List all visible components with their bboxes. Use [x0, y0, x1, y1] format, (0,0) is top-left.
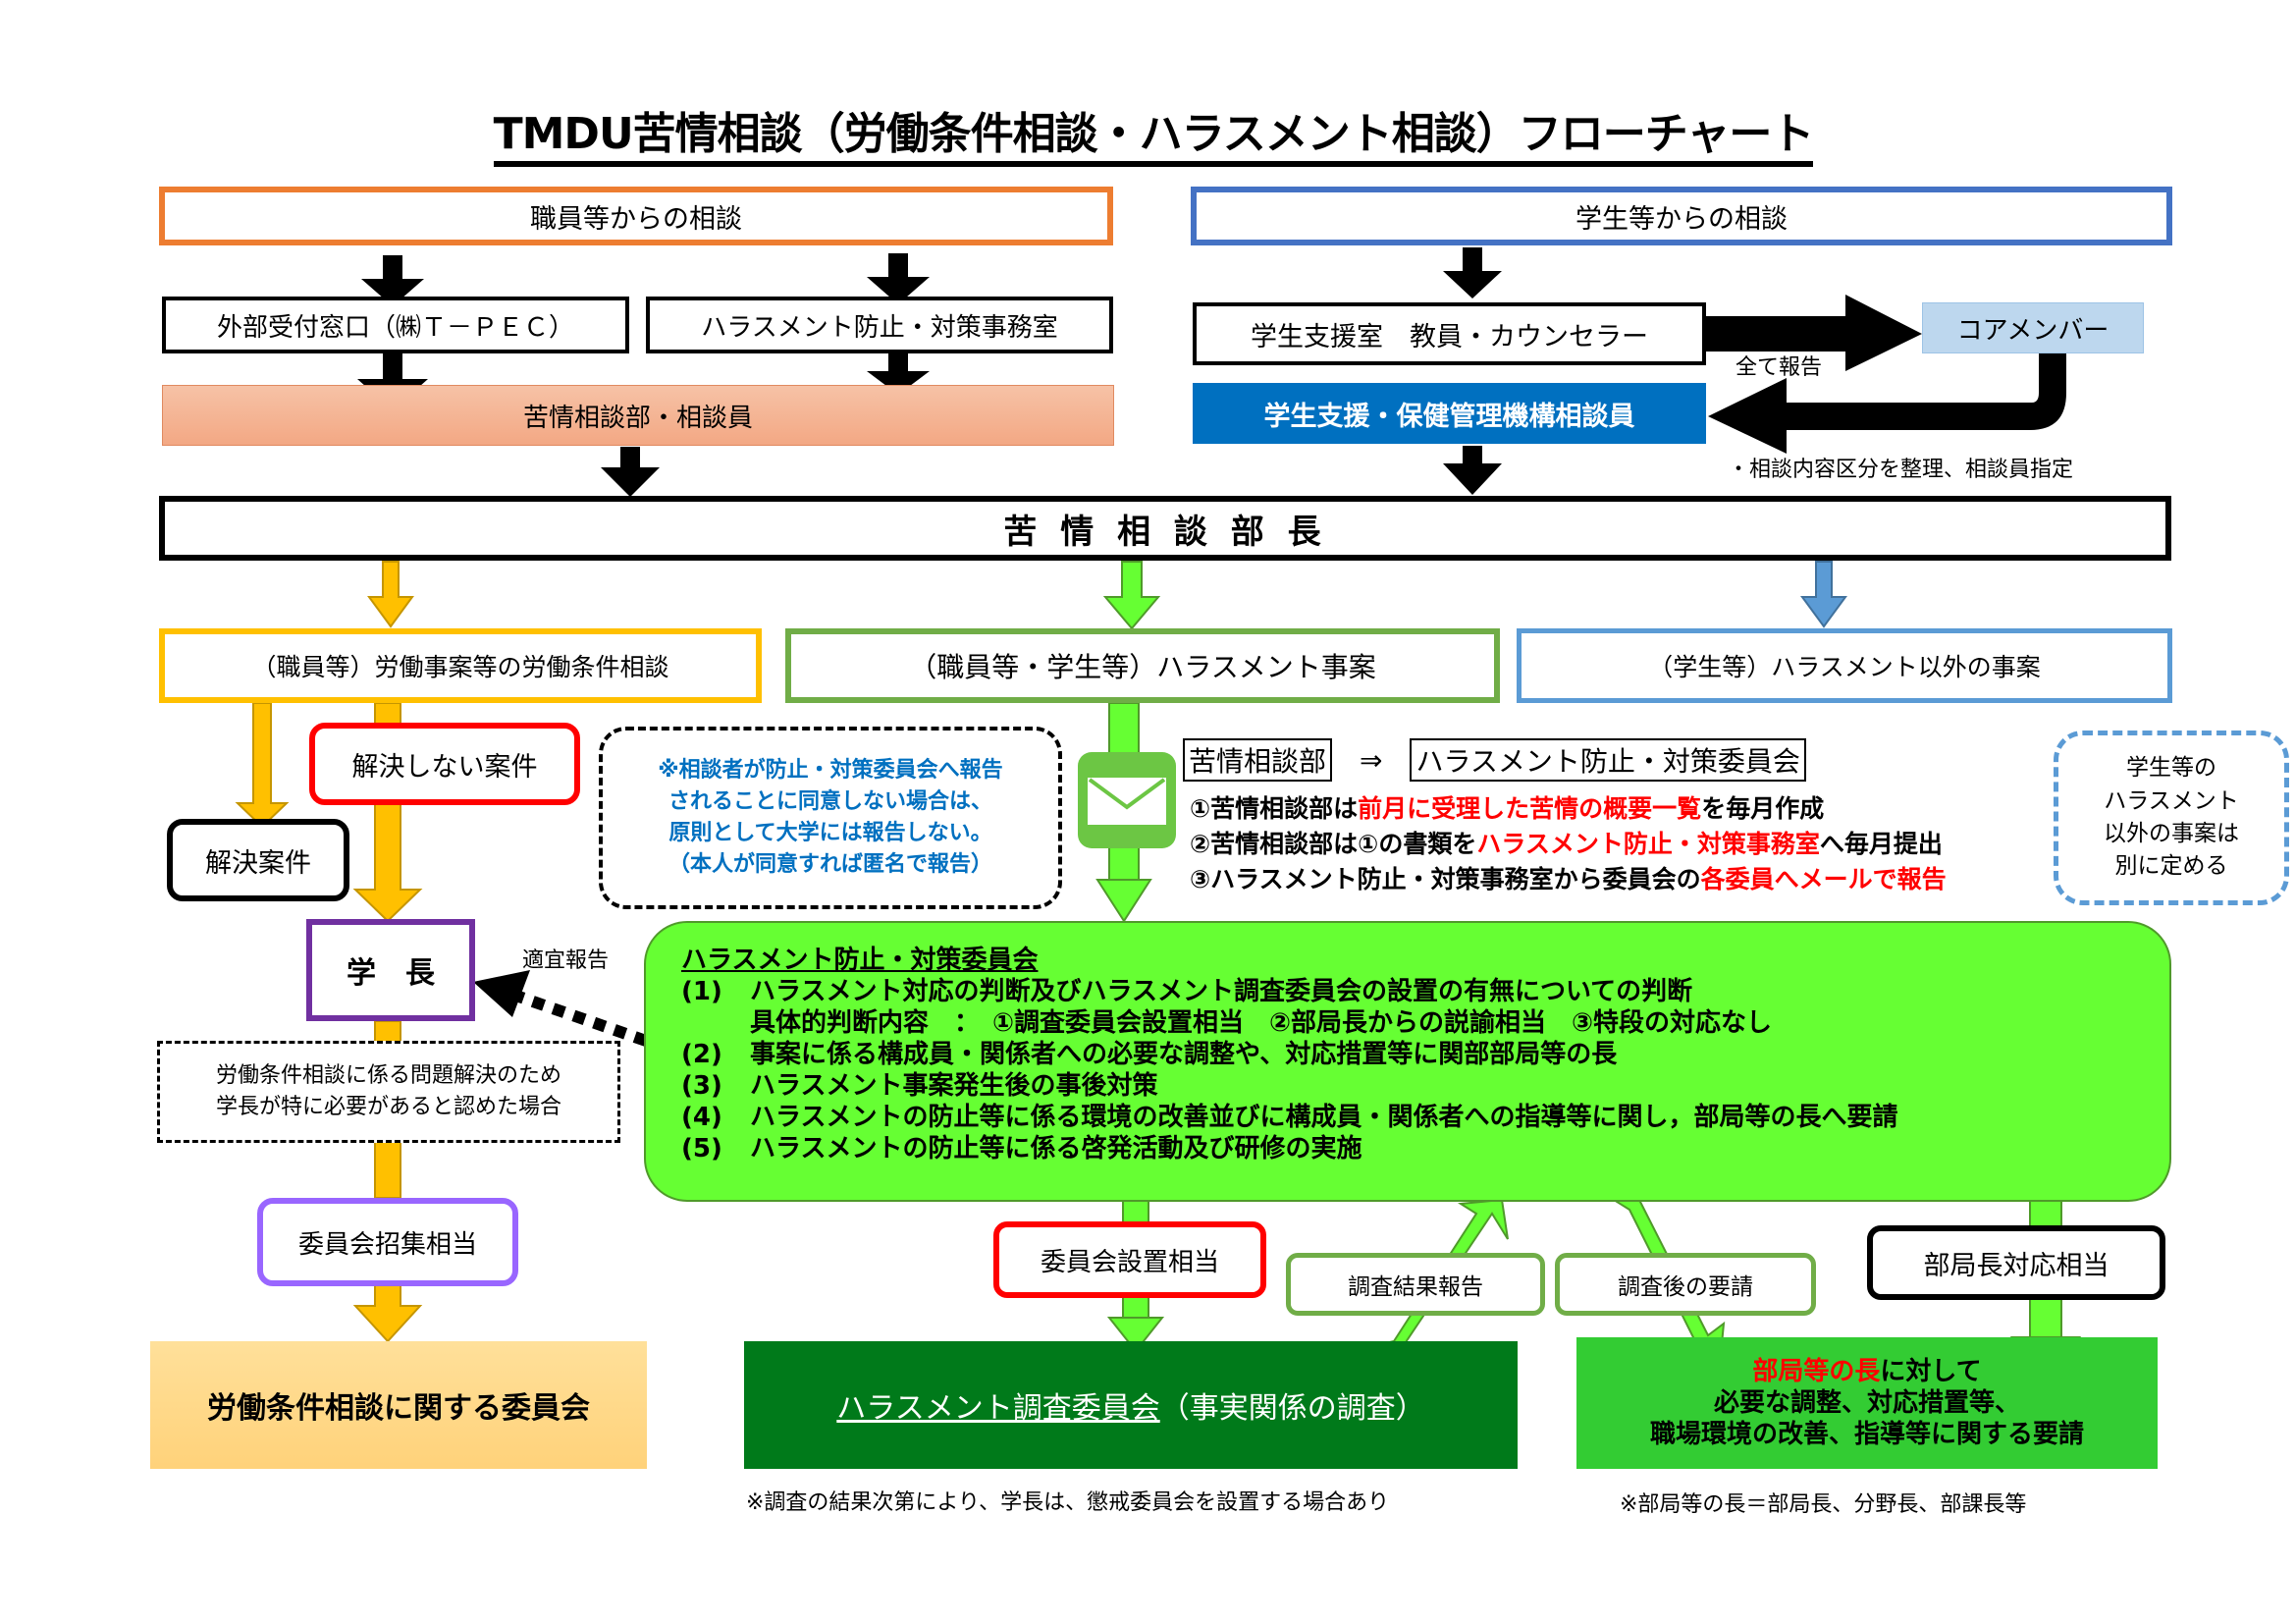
arrow-student-to-support: [1443, 247, 1502, 298]
timely-report-label: 適宜報告: [522, 948, 610, 973]
step-item: ③ハラスメント防止・対策事務室から委員会の各委員へメールで報告: [1190, 865, 1947, 893]
committee-item: 具体的判断内容 ： ①調査委員会設置相当 ②部局長からの説諭相当 ③特段の対応な…: [750, 1008, 1773, 1038]
committee-item: (1)ハラスメント対応の判断及びハラスメント調査委員会の設置の有無についての判断: [681, 977, 1693, 1006]
arrow-into-committee: [1095, 879, 1152, 923]
committee-item: (2)事案に係る構成員・関係者への必要な調整や、対応措置等に関部部局等の長: [681, 1040, 1618, 1069]
resolved-box: 解決案件: [167, 819, 349, 901]
external-window-box: 外部受付窓口（㈱Ｔ－ＰＥＣ）: [162, 297, 629, 353]
step-item: ②苦情相談部は①の書類をハラスメント防止・対策事務室へ毎月提出: [1190, 830, 1943, 858]
committee-title: ハラスメント防止・対策委員会: [681, 946, 1039, 975]
arrow-health-to-head: [1443, 446, 1502, 495]
arrow-head-to-other: [1800, 561, 1847, 628]
core-member-box: コアメンバー: [1922, 302, 2144, 353]
arrow-counselor-to-head: [601, 447, 660, 497]
envelope-icon: [1078, 752, 1176, 848]
labor-category-box: （職員等）労働事案等の労働条件相談: [159, 628, 762, 703]
arrow-labor-to-resolved: [235, 702, 290, 829]
harassment-category-box: （職員等・学生等）ハラスメント事案: [785, 628, 1500, 703]
other-category-box: （学生等）ハラスメント以外の事案: [1517, 628, 2172, 703]
complaint-counselor-box: 苦情相談部・相談員: [162, 385, 1114, 446]
unresolved-box: 解決しない案件: [309, 723, 580, 805]
assign-note: ・相談内容区分を整理、相談員指定: [1728, 458, 2074, 482]
student-support-box: 学生支援室 教員・カウンセラー: [1193, 302, 1706, 365]
committee-item: (4)ハラスメントの防止等に係る環境の改善並びに構成員・関係者への指導等に関し，…: [681, 1103, 1898, 1132]
report-all-label: 全て報告: [1735, 355, 1823, 380]
investigation-note: ※調査の結果次第により、学長は、懲戒委員会を設置する場合あり: [746, 1490, 1390, 1515]
student-source-box: 学生等からの相談: [1191, 187, 2172, 245]
page-title: TMDU苦情相談（労働条件相談・ハラスメント相談）フローチャート: [486, 98, 1821, 167]
step-item: ①苦情相談部は前月に受理した苦情の概要一覧を毎月作成: [1190, 794, 1825, 823]
request-box: 部局等の長に対して 必要な調整、対応措置等、 職場環境の改善、指導等に関する要請: [1576, 1337, 2158, 1469]
committee-item: (3)ハラスメント事案発生後の事後対策: [681, 1071, 1158, 1101]
complaint-head-box: 苦 情 相 談 部 長: [159, 496, 2171, 561]
investigation-committee-name: ハラスメント調査委員会: [836, 1391, 1160, 1426]
arrow-report-to-president-head: [473, 970, 530, 1017]
staff-source-box: 職員等からの相談: [159, 187, 1113, 245]
dept-head-response-box: 部局長対応相当: [1867, 1225, 2165, 1300]
president-box: 学 長: [306, 919, 475, 1021]
harassment-office-box: ハラスメント防止・対策事務室: [646, 297, 1113, 353]
dept-note: ※部局等の長＝部局長、分野長、部課長等: [1620, 1492, 2027, 1517]
condition-note-box: 労働条件相談に係る問題解決のため 学長が特に必要があると認めた場合: [157, 1041, 620, 1143]
investigation-committee-box: ハラスメント調査委員会（事実関係の調査）: [744, 1341, 1518, 1469]
post-request-box: 調査後の要請: [1555, 1253, 1816, 1316]
flow-header: 苦情相談部 ⇒ ハラスメント防止・対策委員会: [1183, 738, 1806, 782]
arrow-convene-to-labor-committee: [352, 1277, 423, 1343]
establish-box: 委員会設置相当: [993, 1221, 1266, 1298]
convene-box: 委員会招集相当: [257, 1198, 518, 1286]
committee-box: ハラスメント防止・対策委員会 (1)ハラスメント対応の判断及びハラスメント調査委…: [644, 921, 2171, 1202]
envelope-glyph: [1088, 778, 1166, 825]
steps-list: ①苦情相談部は前月に受理した苦情の概要一覧を毎月作成 ②苦情相談部は①の書類をハ…: [1190, 791, 1947, 897]
labor-committee-box: 労働条件相談に関する委員会: [150, 1341, 647, 1469]
flow-from-label: 苦情相談部: [1183, 738, 1333, 782]
committee-item: (5)ハラスメントの防止等に係る啓発活動及び研修の実施: [681, 1134, 1362, 1164]
flow-to-label: ハラスメント防止・対策委員会: [1410, 738, 1806, 782]
other-note-box: 学生等の ハラスメント 以外の事案は 別に定める: [2054, 731, 2289, 905]
dotted-report-line: [508, 988, 648, 1047]
arrow-head-to-harassment: [1102, 561, 1161, 630]
consent-note-box: ※相談者が防止・対策委員会へ報告 されることに同意しない場合は、 原則として大学…: [599, 727, 1062, 909]
arrow-head-to-labor: [367, 561, 414, 628]
investigation-report-box: 調査結果報告: [1286, 1253, 1545, 1316]
flow-arrow: ⇒: [1360, 743, 1383, 777]
student-health-box: 学生支援・保健管理機構相談員: [1193, 383, 1706, 444]
